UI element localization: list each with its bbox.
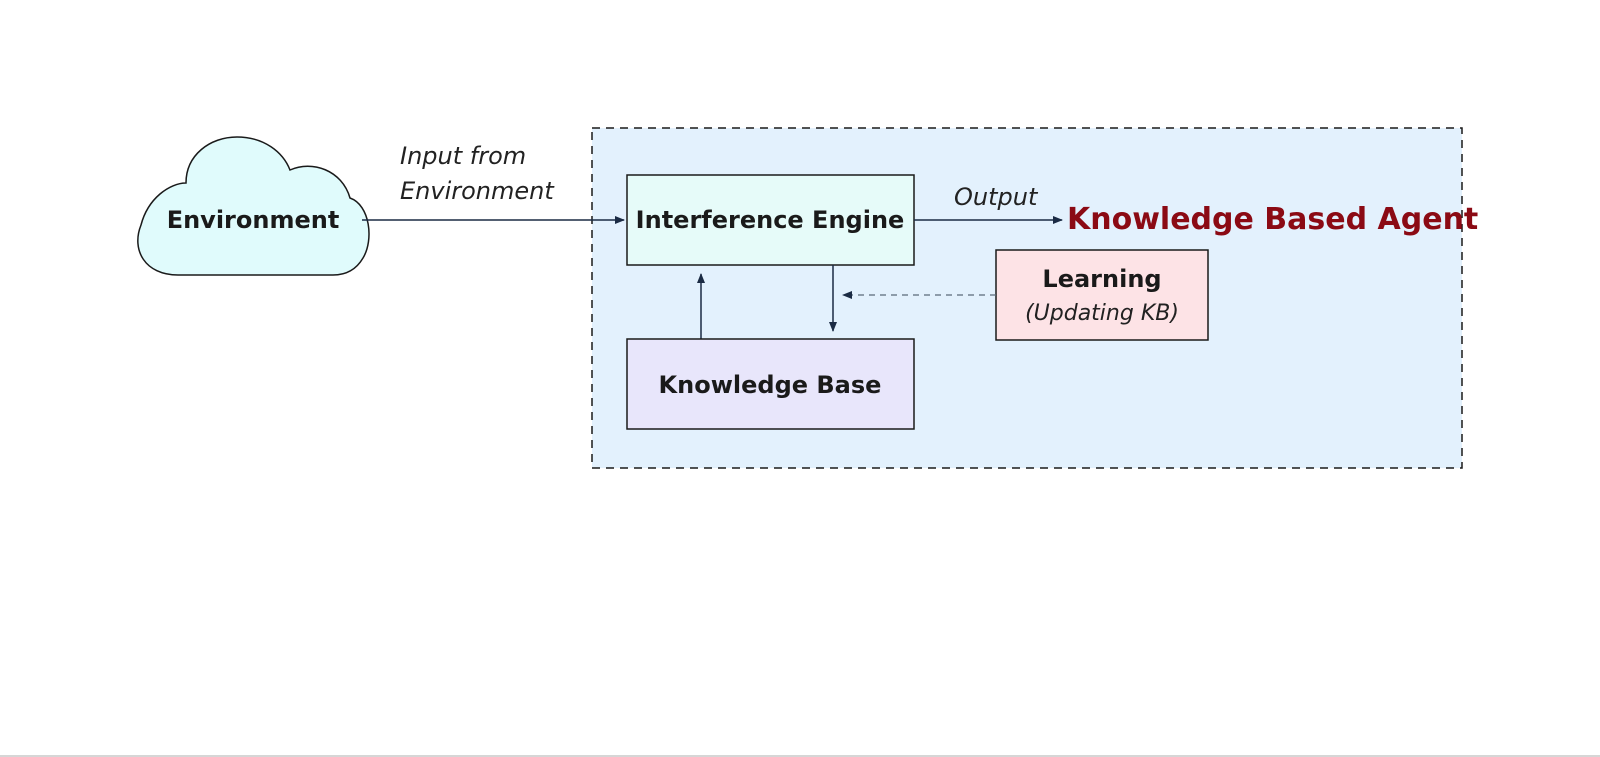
input-label-line2: Environment [400,177,555,205]
bottom-divider [0,755,1600,757]
knowledge-base-box: Knowledge Base [626,338,915,430]
input-label-line1: Input from [400,142,526,170]
learning-subtitle: (Updating KB) [1025,301,1179,326]
inference-engine-label: Interference Engine [636,206,905,234]
inference-engine-box: Interference Engine [626,174,915,266]
knowledge-base-label: Knowledge Base [659,371,882,399]
agent-title: Knowledge Based Agent [1067,202,1478,237]
environment-label: Environment [167,206,340,234]
output-label: Output [954,183,1039,211]
learning-title: Learning [1042,265,1161,293]
learning-box: Learning (Updating KB) [995,249,1209,341]
environment-cloud: Environment [137,136,370,276]
